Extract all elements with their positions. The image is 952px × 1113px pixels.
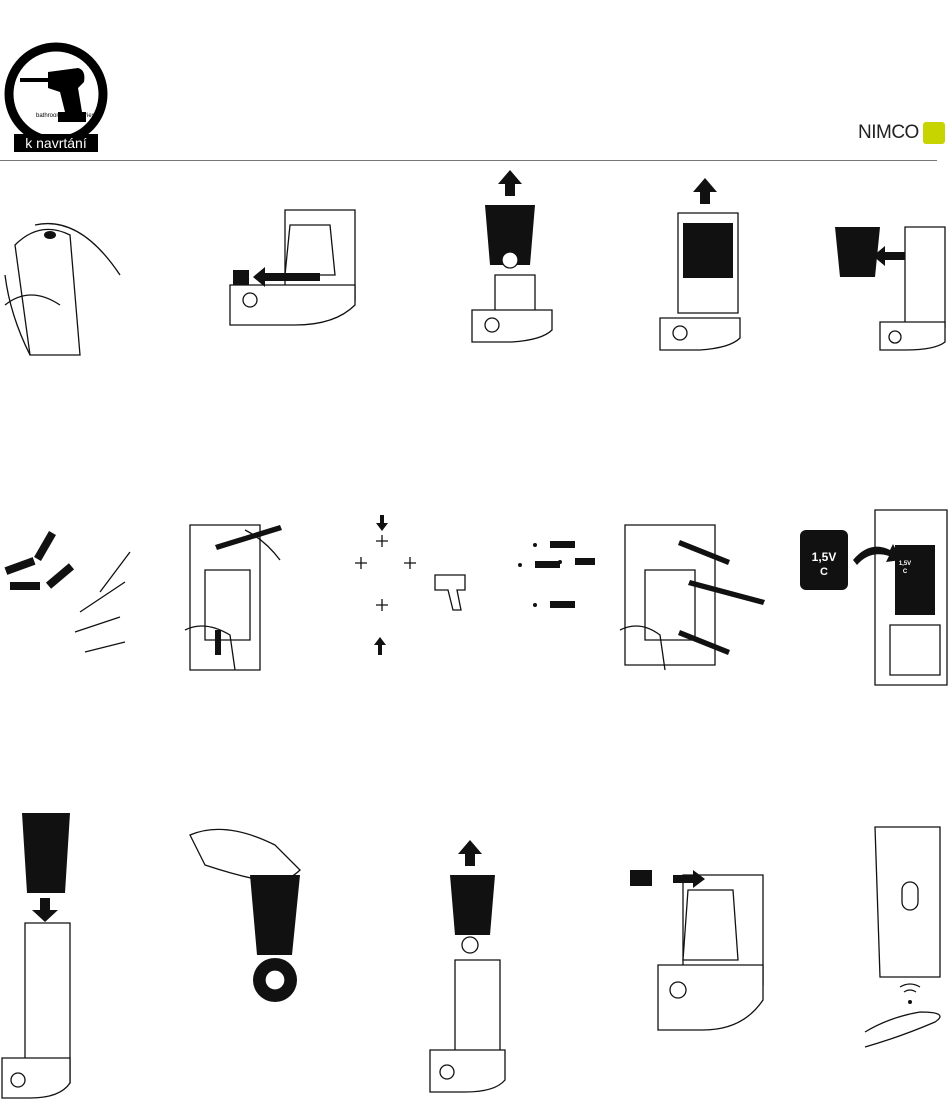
step-insert-lock-icon — [630, 870, 764, 1031]
drilling-badge — [0, 42, 112, 154]
step-insert-batteries-icon: 1,5V C 1,5V C — [800, 509, 948, 686]
brand-mark-icon — [922, 122, 945, 144]
step-mark-holes-icon — [184, 524, 282, 671]
drill-icon — [4, 42, 108, 146]
step-reservoir-removed-icon — [659, 178, 741, 351]
step-attach-cover-icon — [1, 813, 71, 1099]
step-hand-press-icon — [4, 223, 121, 356]
battery-type-large: C — [820, 566, 828, 578]
step-remove-lock-icon — [229, 209, 356, 326]
badge-label: k navrtání — [14, 134, 98, 152]
badge-sublabel: bathroom accessories — [36, 113, 95, 119]
step-ready-to-use-icon — [864, 826, 941, 1048]
battery-voltage-large: 1,5V — [812, 550, 837, 564]
brand-logo: NIMCO — [858, 122, 945, 144]
step-fill-soap-icon — [189, 828, 301, 1002]
step-replace-reservoir-icon — [429, 840, 506, 1093]
battery-type-small: C — [903, 569, 908, 575]
step-insert-screws-icon — [619, 524, 765, 671]
step-lift-reservoir-icon — [471, 170, 553, 343]
step-screws-anchors-icon — [4, 531, 131, 653]
header-divider — [0, 160, 937, 161]
step-remove-cover-icon — [835, 226, 946, 351]
step-drill-holes-icon — [348, 515, 595, 655]
brand-name: NIMCO — [858, 122, 919, 143]
battery-voltage-small: 1,5V — [899, 561, 911, 567]
